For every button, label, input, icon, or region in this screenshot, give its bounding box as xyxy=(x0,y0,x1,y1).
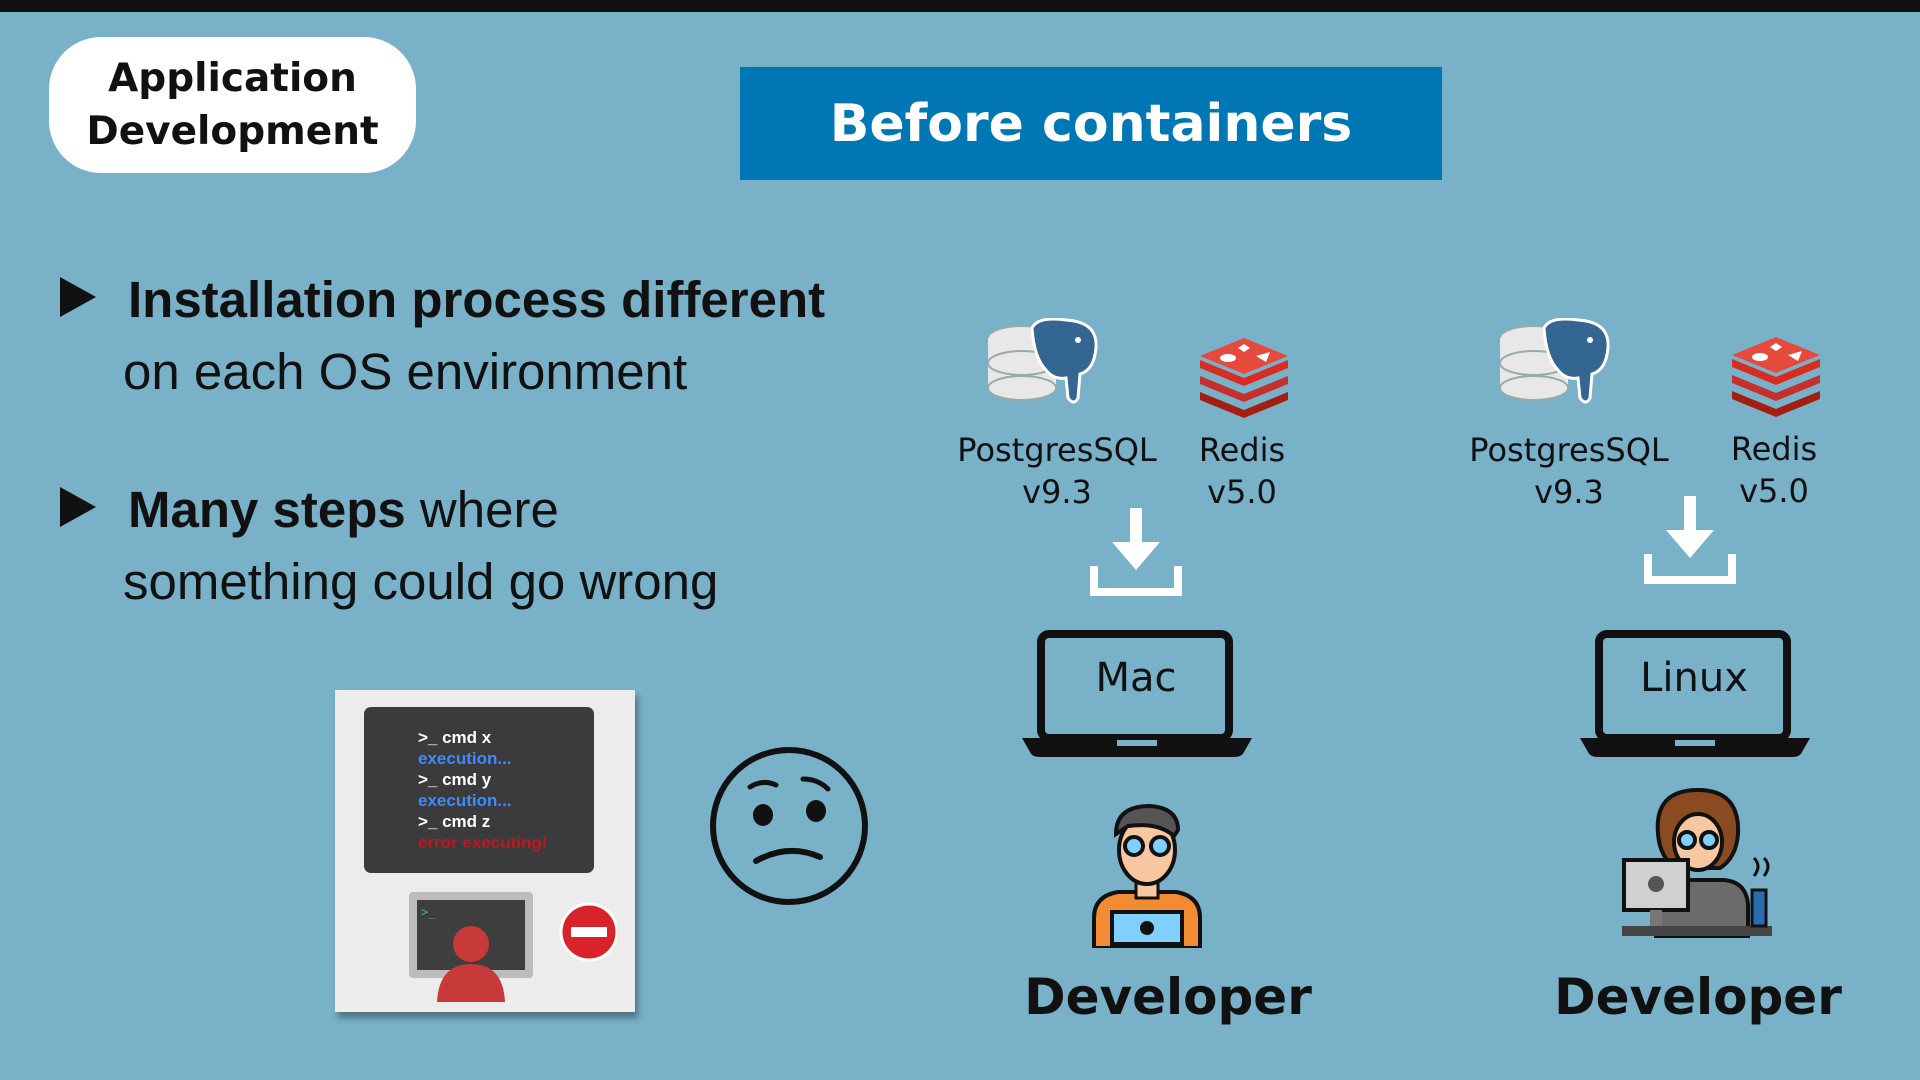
confused-face-icon xyxy=(710,747,868,905)
developer-label: Developer xyxy=(1024,968,1312,1026)
slide-title: Before containers xyxy=(829,93,1353,154)
redis-icon xyxy=(1732,337,1820,417)
terminal-line: >_ cmd x xyxy=(418,728,492,747)
terminal-error-card: >_ cmd x execution... >_ cmd y execution… xyxy=(335,690,635,1012)
bullet-1-line-2: on each OS environment xyxy=(123,343,688,400)
bullet-triangle-icon xyxy=(60,487,96,527)
developer-label: Developer xyxy=(1554,968,1842,1026)
os-label-linux: Linux xyxy=(1640,655,1748,701)
developer-avatar-icon xyxy=(1622,787,1772,938)
section-badge: Application Development xyxy=(49,37,416,173)
redis-icon xyxy=(1200,338,1288,418)
laptop-icon xyxy=(1022,630,1252,757)
blocked-user-monitor-icon: >_ xyxy=(409,892,617,1002)
postgresql-label: PostgresSQL v9.3 xyxy=(957,431,1157,511)
bullet-2-line-1: Many steps where xyxy=(128,481,559,538)
redis-label: Redis v5.0 xyxy=(1198,431,1286,511)
terminal-line: >_ cmd y xyxy=(418,770,492,789)
postgresql-icon xyxy=(1499,318,1610,404)
terminal-line: execution... xyxy=(418,749,512,768)
postgresql-label: PostgresSQL v9.3 xyxy=(1469,431,1669,511)
bullet-triangle-icon xyxy=(60,277,96,317)
bullet-2-line-2: something could go wrong xyxy=(123,553,719,610)
terminal-line: error executing! xyxy=(418,833,548,852)
bullet-1-line-1: Installation process different xyxy=(128,271,826,328)
slide-title-banner: Before containers xyxy=(740,67,1442,180)
developer-avatar-icon xyxy=(1092,803,1202,948)
terminal-line: execution... xyxy=(418,791,512,810)
laptop-icon xyxy=(1580,630,1810,757)
download-icon xyxy=(1090,508,1182,596)
postgresql-icon xyxy=(987,318,1098,404)
badge-line-1: Application xyxy=(108,56,357,101)
top-bar xyxy=(0,0,1920,12)
terminal-line: >_ cmd z xyxy=(418,812,491,831)
os-label-mac: Mac xyxy=(1095,655,1177,701)
terminal-window: >_ cmd x execution... >_ cmd y execution… xyxy=(364,707,594,873)
redis-label: Redis v5.0 xyxy=(1730,430,1818,510)
svg-text:>_: >_ xyxy=(421,905,436,919)
badge-line-2: Development xyxy=(86,109,379,154)
download-icon xyxy=(1644,496,1736,584)
